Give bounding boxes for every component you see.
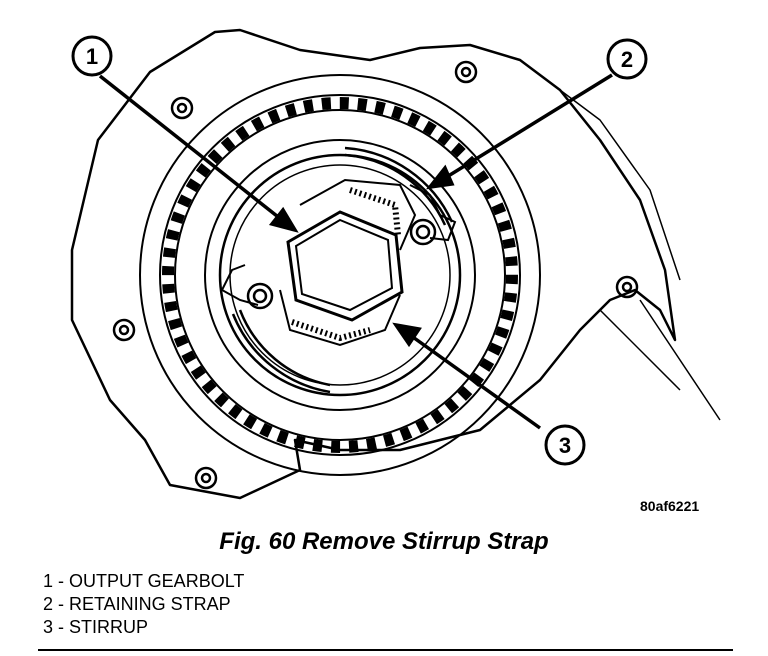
legend: 1 - OUTPUT GEARBOLT 2 - RETAINING STRAP … xyxy=(43,570,244,639)
svg-text:3: 3 xyxy=(559,433,571,458)
callout-3: 3 xyxy=(544,424,586,466)
legend-item: 3 - STIRRUP xyxy=(43,617,149,637)
stirrup xyxy=(279,178,417,347)
ring-gear xyxy=(139,74,541,476)
leader-arrows xyxy=(98,73,613,430)
bolt-holes xyxy=(112,60,639,490)
legend-item: 1 - OUTPUT GEARBOLT xyxy=(43,571,245,591)
figure-caption: Fig. 60 Remove Stirrup Strap xyxy=(219,528,549,555)
output-gearbolt xyxy=(286,210,404,322)
stirrup-strap-diagram: 1 2 3 xyxy=(70,28,721,500)
callout-1: 1 xyxy=(71,35,113,77)
svg-text:1: 1 xyxy=(86,44,98,69)
housing-outline xyxy=(70,28,677,500)
retaining-strap xyxy=(220,146,457,394)
callout-2: 2 xyxy=(606,38,648,80)
svg-text:2: 2 xyxy=(621,47,633,72)
figure-ref-code: 80af6221 xyxy=(640,498,700,514)
stirrup-pivots xyxy=(246,218,437,310)
legend-item: 2 - RETAINING STRAP xyxy=(43,594,231,614)
bottom-rule xyxy=(38,649,733,651)
